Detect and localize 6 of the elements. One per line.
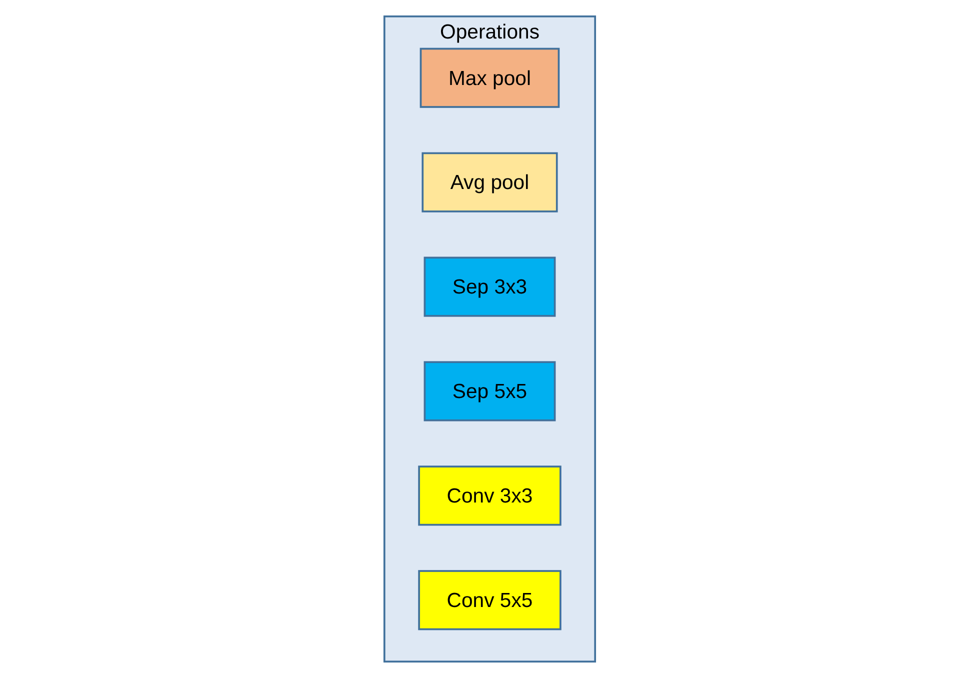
node-box: Conv 3x3	[418, 466, 562, 526]
node-box: Sep 5x5	[424, 361, 556, 422]
node-box: Conv 5x5	[418, 570, 562, 630]
node-box: Sep 3x3	[424, 256, 556, 317]
node-box: Avg pool	[421, 152, 558, 212]
node-box: Max pool	[420, 48, 560, 108]
